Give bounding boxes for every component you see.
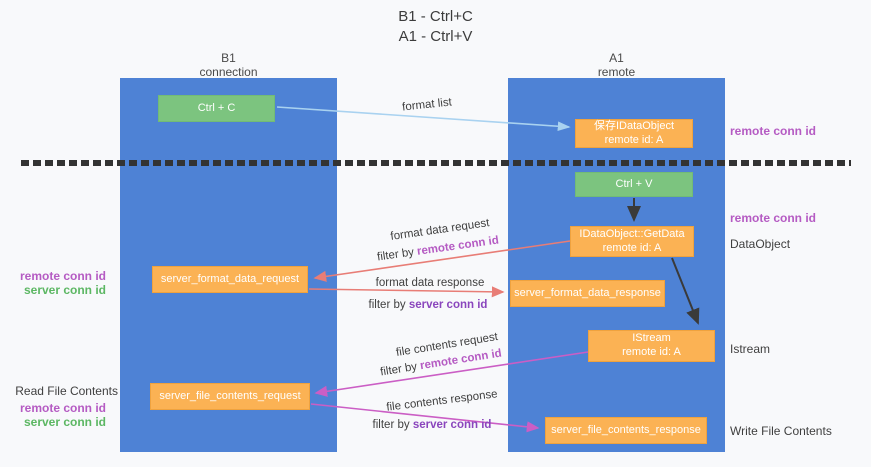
diagram-title: B1 - Ctrl+C A1 - Ctrl+V [0, 7, 871, 46]
column-b1-title: B1 [221, 51, 236, 65]
right-remote-conn-id-label-top: remote conn id [730, 124, 817, 138]
filter-by-text: filter by [379, 360, 422, 379]
ctrl-v-box: Ctrl + V [575, 172, 693, 197]
right-remote-conn-id-label-mid: remote conn id [730, 211, 817, 225]
server-file-contents-request-box: server_file_contents_request [150, 383, 310, 410]
server-format-data-request-label: server_format_data_request [160, 272, 300, 285]
server-file-contents-response-label: server_file_contents_response [551, 423, 701, 436]
save-idataobject-line1: 保存IDataObject [593, 119, 675, 132]
ctrl-v-label: Ctrl + V [615, 177, 653, 190]
istream-line2: remote id: A [622, 346, 681, 358]
server-conn-id-text: server conn id [412, 419, 492, 431]
server-conn-id-text: server conn id [408, 299, 488, 311]
format-list-label: format list [401, 96, 453, 114]
dataobject-label: DataObject [730, 237, 791, 251]
file-contents-response-label: file contents response [385, 388, 499, 414]
ctrl-c-label: Ctrl + C [197, 101, 236, 114]
istream-annotation-label: Istream [730, 342, 771, 356]
idataobject-getdata-box: IDataObject::GetData remote id: A [570, 226, 694, 257]
server-format-data-response-box: server_format_data_response [510, 280, 665, 307]
title-line-1: B1 - Ctrl+C [398, 8, 473, 25]
column-header-a1: A1 remote [508, 51, 725, 80]
write-file-contents-label: Write File Contents [730, 424, 832, 438]
column-header-b1: B1 connection [120, 51, 337, 80]
format-data-response-label: format data response [375, 277, 485, 289]
file-response-filter-label: filter by server conn id [373, 419, 492, 431]
save-idataobject-box: 保存IDataObject remote id: A [575, 119, 693, 148]
remote-conn-id-text: remote conn id [416, 234, 500, 258]
filter-by-text: filter by [376, 245, 418, 264]
filter-by-text: filter by [372, 419, 413, 431]
title-line-2: A1 - Ctrl+V [398, 27, 473, 45]
filter-by-text: filter by [368, 299, 409, 311]
left-remote-conn-id-label: remote conn id [19, 269, 106, 283]
server-format-data-response-label: server_format_data_response [514, 286, 661, 299]
copy-paste-separator-dashed-line [21, 160, 851, 166]
server-format-data-request-box: server_format_data_request [152, 266, 308, 293]
ctrl-c-box: Ctrl + C [158, 95, 275, 122]
column-b1-subtitle: connection [199, 65, 258, 80]
format-data-response-arrow [308, 286, 505, 298]
getdata-line2: remote id: A [602, 241, 662, 254]
left-server-conn-id-label: server conn id [23, 283, 106, 297]
column-a1-title: A1 [609, 51, 624, 65]
left-remote-conn-id-label-2: remote conn id [19, 401, 106, 415]
istream-box: IStream remote id: A [588, 330, 715, 362]
format-response-filter-label: filter by server conn id [369, 299, 488, 311]
istream-line1: IStream [632, 332, 671, 345]
read-file-contents-label: Read File Contents [15, 384, 118, 398]
left-server-conn-id-label-2: server conn id [23, 415, 106, 429]
save-idataobject-line2: remote id: A [604, 133, 664, 146]
getdata-line1: IDataObject::GetData [579, 227, 685, 240]
column-a1-subtitle: remote [597, 65, 636, 80]
server-file-contents-response-box: server_file_contents_response [545, 417, 707, 444]
server-file-contents-request-label: server_file_contents_request [159, 389, 301, 402]
